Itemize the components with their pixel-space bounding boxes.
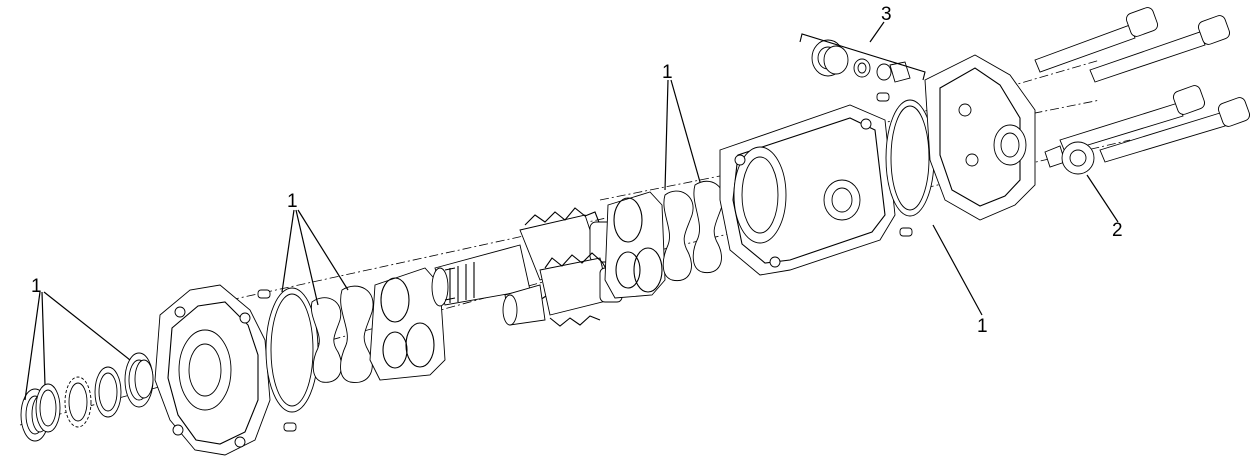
o-ring-rear bbox=[885, 99, 935, 217]
backup-seal-2 bbox=[340, 285, 374, 383]
rear-cover bbox=[924, 54, 1036, 221]
bolt-4 bbox=[1099, 97, 1251, 163]
front-cover bbox=[154, 284, 271, 456]
leader-lines bbox=[24, 21, 1119, 401]
valve-kit bbox=[799, 33, 926, 83]
callout-seal-kit-center: 1 bbox=[287, 191, 298, 212]
wear-plate-rear bbox=[604, 191, 666, 299]
callout-seal-kit-left: 1 bbox=[31, 276, 42, 297]
backup-seal-3 bbox=[662, 190, 694, 282]
backup-seal-4 bbox=[692, 180, 724, 274]
gear-housing bbox=[719, 104, 896, 276]
callout-valve-kit: 3 bbox=[881, 4, 892, 25]
bolt-3 bbox=[1059, 85, 1206, 153]
bolt-1 bbox=[1034, 7, 1159, 73]
fitting bbox=[1044, 141, 1095, 175]
wear-plate-front bbox=[369, 267, 446, 381]
dowel-pins bbox=[257, 92, 913, 432]
o-ring-front bbox=[265, 287, 319, 413]
snap-ring-2 bbox=[94, 366, 122, 418]
bearing-seal bbox=[124, 352, 154, 408]
callout-seal-kit-upper: 1 bbox=[662, 62, 673, 83]
callout-seal-kit-housing: 1 bbox=[977, 316, 988, 337]
shaft-seal-inner bbox=[35, 383, 61, 433]
bolt-2 bbox=[1089, 15, 1231, 83]
backup-seal-1 bbox=[310, 297, 342, 383]
driven-gear bbox=[502, 252, 623, 327]
snap-ring-1 bbox=[64, 376, 92, 428]
callout-fitting: 2 bbox=[1112, 220, 1123, 241]
